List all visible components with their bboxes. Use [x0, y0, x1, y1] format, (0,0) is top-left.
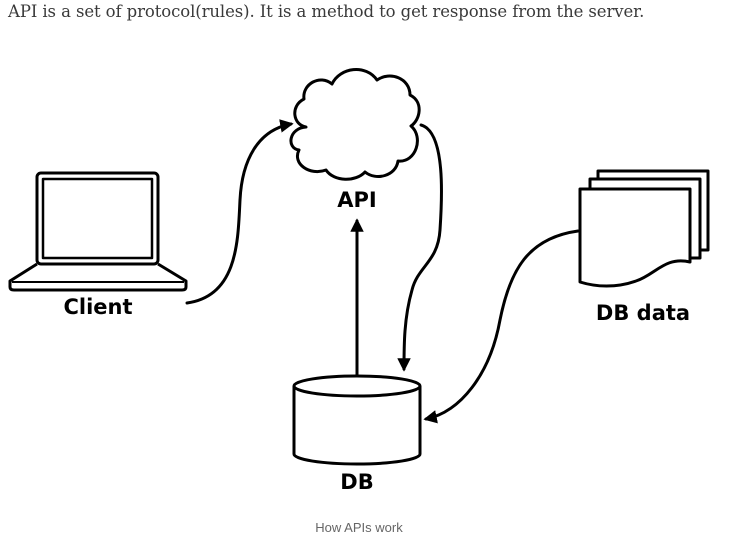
- arrow-api-to-db: [397, 123, 444, 372]
- client-label: Client: [63, 295, 132, 319]
- api-label: API: [337, 188, 376, 212]
- arrow-client-to-api: [185, 119, 294, 305]
- laptop-icon: [8, 171, 188, 292]
- cloud-icon: [289, 67, 421, 181]
- intro-text: API is a set of protocol(rules). It is a…: [8, 2, 645, 21]
- figure-caption: How APIs work: [315, 520, 403, 535]
- database-icon: [292, 374, 422, 466]
- db-data-label: DB data: [596, 301, 690, 325]
- arrow-dbdata-to-db: [423, 229, 580, 424]
- documents-icon: [578, 169, 710, 288]
- db-label: DB: [340, 470, 373, 494]
